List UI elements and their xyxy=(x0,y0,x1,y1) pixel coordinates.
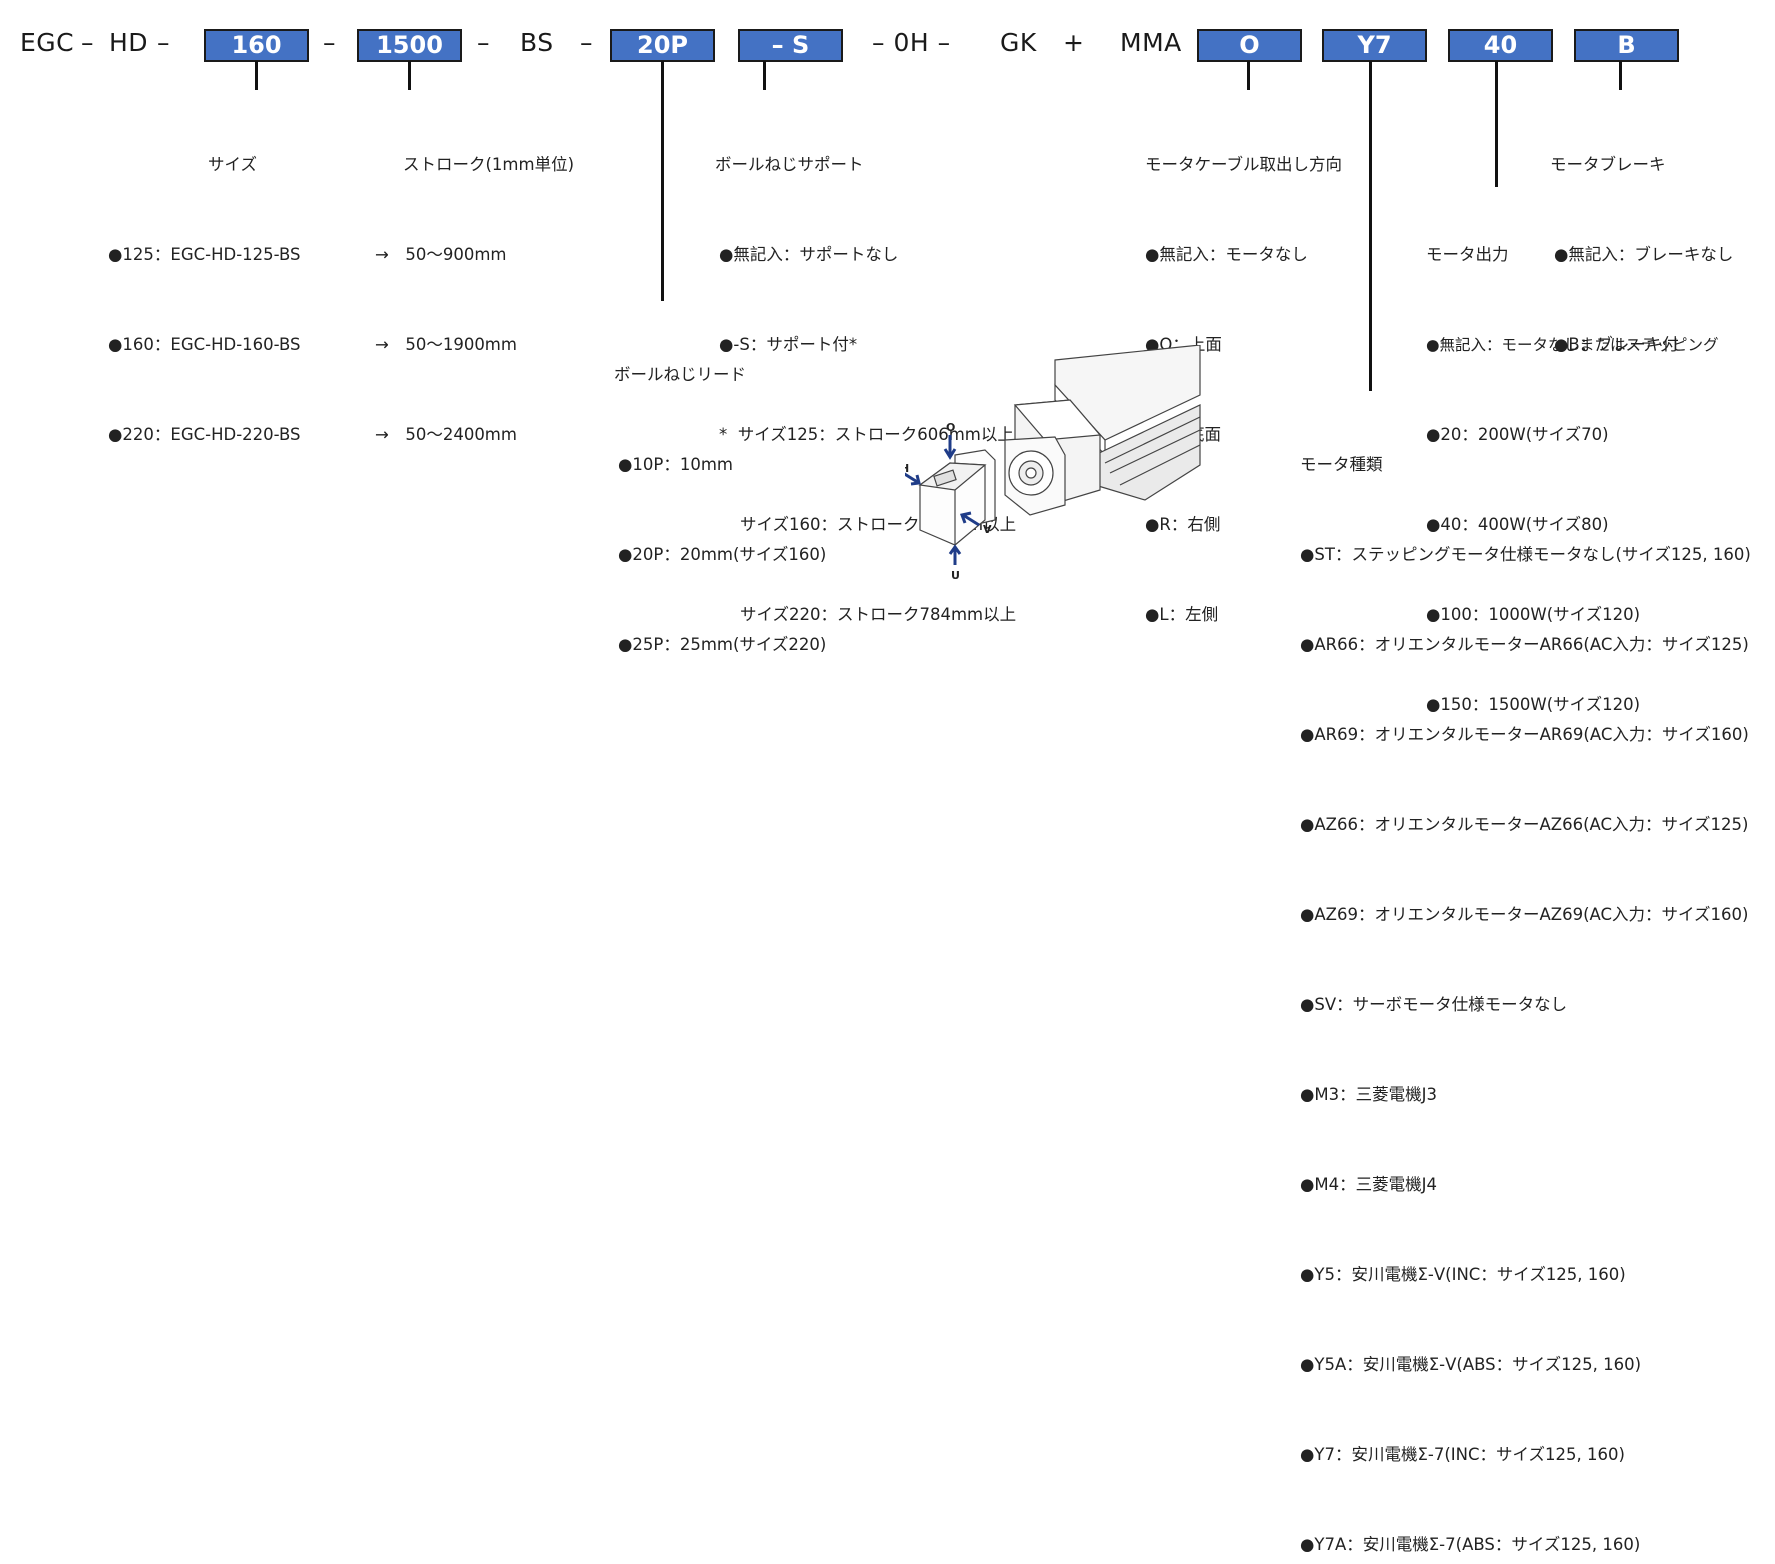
actuator-drawing: O H V U xyxy=(900,344,1201,582)
size-item: ●160：EGC-HD-160-BS xyxy=(108,335,301,354)
support-code-box: – S xyxy=(738,29,843,62)
support-item: ●無記入：サポートなし xyxy=(719,245,899,264)
size-title: サイズ xyxy=(208,155,258,174)
lead-item: ●25P：25mm(サイズ220) xyxy=(618,635,827,654)
cable-item: ●R：右側 xyxy=(1145,515,1221,534)
label-left: H xyxy=(905,462,909,475)
stroke-item: → 50～2400mm xyxy=(375,425,517,444)
size-group: サイズ ●125：EGC-HD-125-BS ●160：EGC-HD-160-B… xyxy=(108,90,301,480)
stroke-item: → 50～1900mm xyxy=(375,335,517,354)
code-dash: – xyxy=(580,28,593,57)
motor-type-item: ●ST：ステッピングモータ仕様モータなし(サイズ125, 160) xyxy=(1300,545,1751,564)
stroke-connector-line xyxy=(408,61,411,90)
motor-output-group: モータ出力 ●無記入：モータなしまたはステッピング ●20：200W(サイズ70… xyxy=(1426,180,1719,750)
code-dash: – xyxy=(323,28,336,57)
size-item: ●125：EGC-HD-125-BS xyxy=(108,245,301,264)
brake-connector-line xyxy=(1619,61,1622,90)
cable-connector-line xyxy=(1247,61,1250,90)
lead-item: ●20P：20mm(サイズ160) xyxy=(618,545,827,564)
code-dash: – xyxy=(81,28,94,57)
label-top: O xyxy=(946,421,955,434)
label-right: V xyxy=(983,523,992,536)
motor-type-item: ●Y7A：安川電機Σ-7(ABS：サイズ125, 160) xyxy=(1300,1535,1641,1554)
motor-brake-group: モータブレーキ ●無記入：ブレーキなし ●B：ブレーキ付 xyxy=(1550,90,1733,390)
motor-type-item: ●Y5：安川電機Σ-V(INC：サイズ125, 160) xyxy=(1300,1265,1626,1284)
motor-type-connector-line xyxy=(1369,61,1372,391)
stroke-item: → 50～900mm xyxy=(375,245,507,264)
brake-item: ●B：ブレーキ付 xyxy=(1554,335,1679,354)
size-code-box: 160 xyxy=(204,29,309,62)
code-gk: GK xyxy=(1000,28,1037,57)
motor-type-item: ●Y5A：安川電機Σ-V(ABS：サイズ125, 160) xyxy=(1300,1355,1642,1374)
motor-type-item: ●Y7：安川電機Σ-7(INC：サイズ125, 160) xyxy=(1300,1445,1625,1464)
output-item: ●150：1500W(サイズ120) xyxy=(1426,695,1641,714)
support-note: サイズ220：ストローク784mm以上 xyxy=(719,605,1017,624)
motor-type-item: ●M3：三菱電機J3 xyxy=(1300,1085,1437,1104)
motor-type-item: ●AR66：オリエンタルモーターAR66(AC入力：サイズ125) xyxy=(1300,635,1749,654)
code-screw-type: BS xyxy=(520,28,554,57)
brake-code-box: B xyxy=(1574,29,1679,62)
motor-output-connector-line xyxy=(1495,61,1498,187)
motor-type-item: ●AR69：オリエンタルモーターAR69(AC入力：サイズ160) xyxy=(1300,725,1749,744)
ball-screw-lead-group: ボールねじリード ●10P：10mm ●20P：20mm(サイズ160) ●25… xyxy=(614,300,826,690)
lead-code-box: 20P xyxy=(610,29,715,62)
code-mma: MMA xyxy=(1120,28,1182,57)
size-connector-line xyxy=(255,61,258,90)
cable-code-box: O xyxy=(1197,29,1302,62)
cable-title: モータケーブル取出し方向 xyxy=(1145,155,1343,174)
motor-type-item: ●M4：三菱電機J4 xyxy=(1300,1175,1437,1194)
output-title: モータ出力 xyxy=(1426,245,1509,264)
motor-type-item: ●AZ69：オリエンタルモーターAZ69(AC入力：サイズ160) xyxy=(1300,905,1749,924)
label-bottom: U xyxy=(951,569,960,582)
code-prefix: EGC xyxy=(20,28,75,57)
support-item: ●-S：サポート付* xyxy=(719,335,858,354)
actuator-body xyxy=(918,344,1201,546)
lead-item: ●10P：10mm xyxy=(618,455,733,474)
stroke-title: ストローク(1mm単位) xyxy=(403,155,575,174)
code-plus: + xyxy=(1063,28,1085,57)
code-dash: – xyxy=(477,28,490,57)
motor-type-item: ●SV：サーボモータ仕様モータなし xyxy=(1300,995,1568,1014)
stroke-group: ストローク(1mm単位) → 50～900mm → 50～1900mm → 50… xyxy=(375,90,574,480)
brake-title: モータブレーキ xyxy=(1550,155,1666,174)
stroke-code-box: 1500 xyxy=(357,29,462,62)
lead-connector-line xyxy=(661,61,664,301)
arrow-right-icon xyxy=(962,513,980,527)
code-fixed-0h: – 0H – xyxy=(872,28,951,57)
motor-type-item: ●AZ66：オリエンタルモーターAZ66(AC入力：サイズ125) xyxy=(1300,815,1749,834)
code-dash: – xyxy=(157,28,170,57)
support-title: ボールねじサポート xyxy=(715,155,864,174)
support-note: * サイズ125：ストローク606mm以上 xyxy=(719,425,1014,444)
cable-item: ●無記入：モータなし xyxy=(1145,245,1308,264)
motor-type-group: モータ種類 ●ST：ステッピングモータ仕様モータなし(サイズ125, 160) … xyxy=(1300,390,1751,1564)
output-item: ●40：400W(サイズ80) xyxy=(1426,515,1609,534)
brake-item: ●無記入：ブレーキなし xyxy=(1554,245,1734,264)
motor-output-code-box: 40 xyxy=(1448,29,1553,62)
code-series: HD xyxy=(109,28,149,57)
model-code-row: EGC – HD – 160 – 1500 – BS – 20P – S – 0… xyxy=(0,0,1775,90)
output-item: ●20：200W(サイズ70) xyxy=(1426,425,1609,444)
actuator-motor-illustration: O H V U xyxy=(900,344,1205,585)
lead-title: ボールねじリード xyxy=(614,365,746,384)
support-connector-line xyxy=(763,61,766,90)
output-item: ●無記入：モータなしまたはステッピング xyxy=(1426,336,1719,354)
motor-type-code-box: Y7 xyxy=(1322,29,1427,62)
motor-type-title: モータ種類 xyxy=(1300,455,1383,474)
size-item: ●220：EGC-HD-220-BS xyxy=(108,425,301,444)
cable-direction-arrows xyxy=(902,435,980,565)
output-item: ●100：1000W(サイズ120) xyxy=(1426,605,1641,624)
cable-item: ●L：左側 xyxy=(1145,605,1219,624)
arrow-left-icon xyxy=(902,471,920,485)
